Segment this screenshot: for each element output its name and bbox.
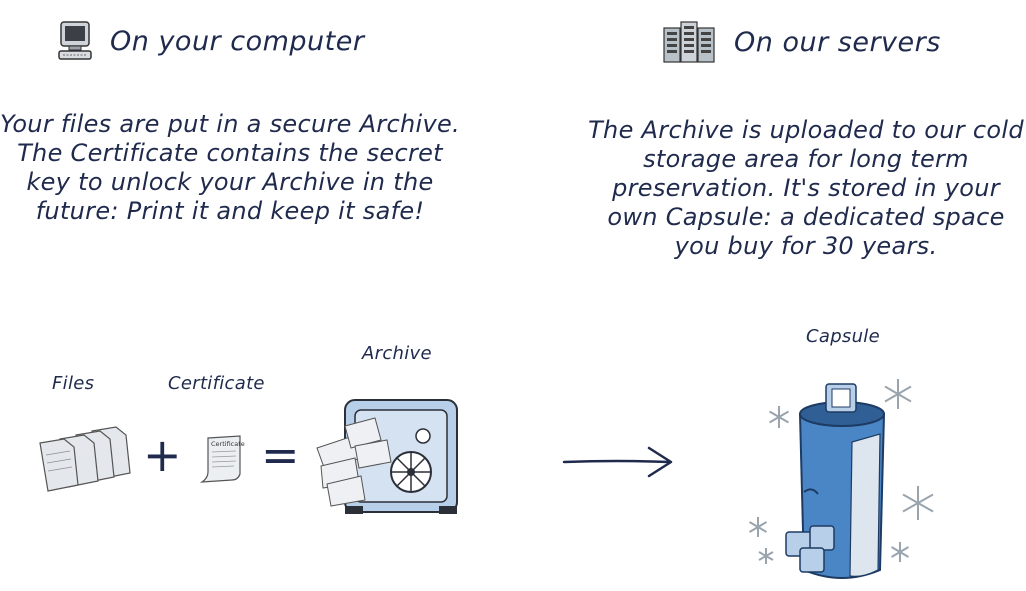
snowflake-icon [748, 517, 768, 537]
archive-label: Archive [362, 343, 432, 364]
capsule-icon [785, 383, 886, 579]
computer-icon [58, 21, 92, 60]
snowflake-icon [884, 379, 912, 409]
certificate-icon: Certificate [199, 435, 245, 483]
snowflake-icon [758, 548, 774, 564]
arrow-right-icon [562, 446, 673, 478]
left-heading-text: On your computer [110, 25, 365, 57]
safe-icon [316, 399, 458, 514]
snowflake-icon [890, 542, 910, 562]
equals-symbol: = [261, 428, 300, 482]
left-heading: On your computer [58, 20, 364, 62]
capsule-label: Capsule [806, 326, 880, 347]
certificate-doc-text: Certificate [211, 440, 245, 448]
left-description: Your files are put in a secure Archive. … [0, 110, 460, 225]
snowflake-icon [768, 406, 790, 428]
certificate-label: Certificate [168, 373, 265, 394]
documents-stack-icon [39, 426, 131, 492]
files-label: Files [52, 373, 95, 394]
server-rack-icon [663, 21, 715, 63]
right-heading-text: On our servers [734, 26, 941, 58]
snowflake-icon [902, 486, 934, 520]
plus-symbol: + [143, 428, 182, 482]
right-heading: On our servers [662, 20, 941, 64]
right-description: The Archive is uploaded to our cold stor… [588, 116, 1024, 260]
